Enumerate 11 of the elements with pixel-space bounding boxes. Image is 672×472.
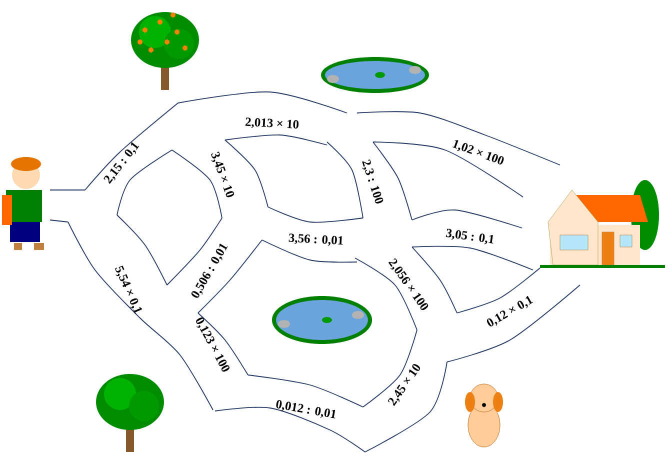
- path-label: 2,013 × 10: [245, 118, 299, 129]
- path-label: 5,54 × 0,1: [115, 266, 142, 314]
- path-label: 0,123 × 100: [196, 318, 230, 372]
- path-label: 1,02 × 100: [452, 140, 504, 164]
- path-label: 0,12 × 0,1: [486, 296, 534, 326]
- path-label: 3,05 : 0,1: [446, 228, 494, 244]
- path-label: 0,012 : 0,01: [276, 400, 336, 418]
- path-label: 3,56 : 0,01: [288, 234, 343, 246]
- path-label: 2,3 : 100: [362, 159, 384, 204]
- path-label: 2,15 : 0,1: [104, 142, 140, 184]
- path-label: 3,45 × 10: [211, 152, 234, 198]
